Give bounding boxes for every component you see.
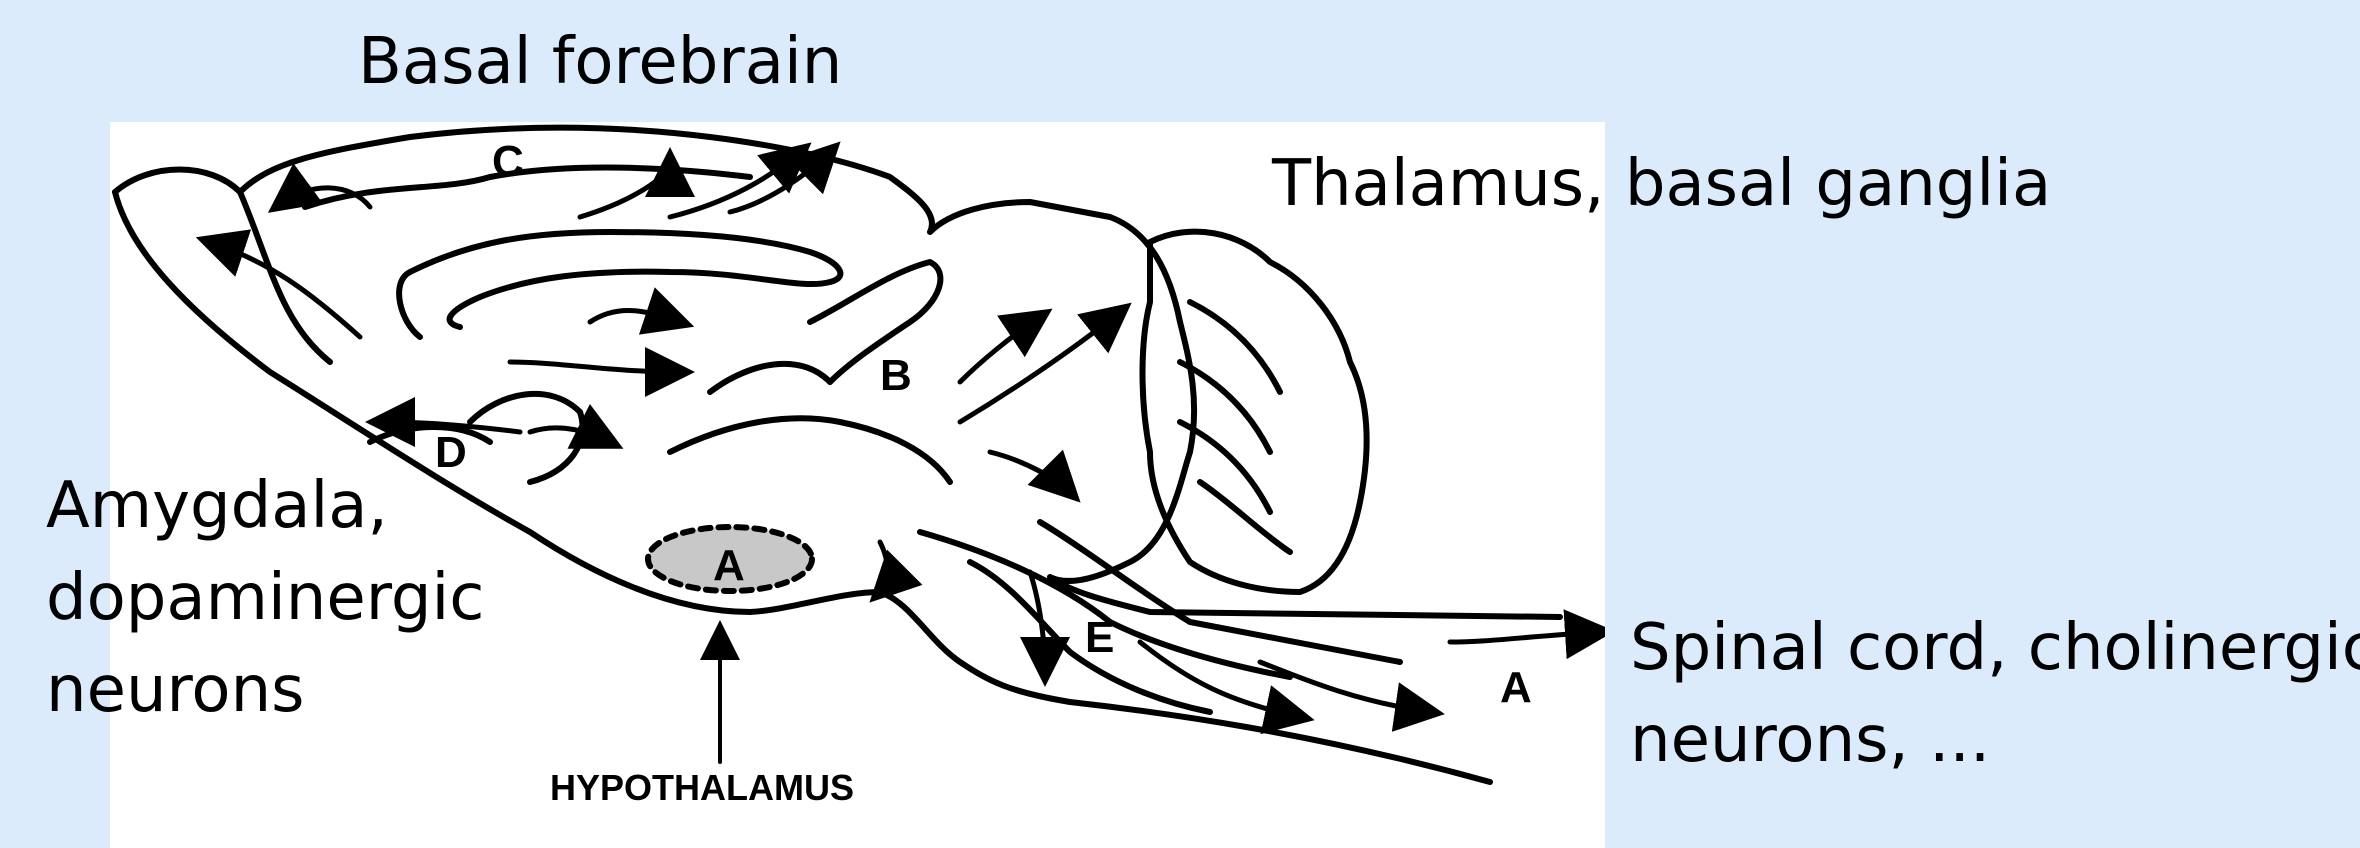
pathway-letter-c: C [492, 137, 524, 186]
pathway-letter-e: E [1085, 613, 1114, 662]
hypothalamus-label: HYPOTHALAMUS [550, 767, 854, 809]
amygdala-label-line-1: Amygdala, [46, 460, 484, 552]
nucleus-letter-a: A [713, 541, 745, 590]
pathway-letter-b: B [880, 351, 912, 400]
spinal-cord-label-line-1: Spinal cord, cholinergic [1630, 602, 2360, 694]
basal-forebrain-label: Basal forebrain [358, 24, 842, 100]
amygdala-label-line-3: neurons [46, 644, 484, 736]
spinal-cord-label-line-2: neurons, ... [1630, 694, 2360, 786]
thalamus-label: Thalamus, basal ganglia [1272, 146, 2051, 222]
amygdala-label-line-2: dopaminergic [46, 552, 484, 644]
pathway-letter-a: A [1500, 663, 1532, 712]
cerebellum [1143, 232, 1367, 592]
amygdala-label: Amygdala, dopaminergic neurons [46, 460, 484, 736]
spinal-cord-label: Spinal cord, cholinergic neurons, ... [1630, 602, 2360, 786]
